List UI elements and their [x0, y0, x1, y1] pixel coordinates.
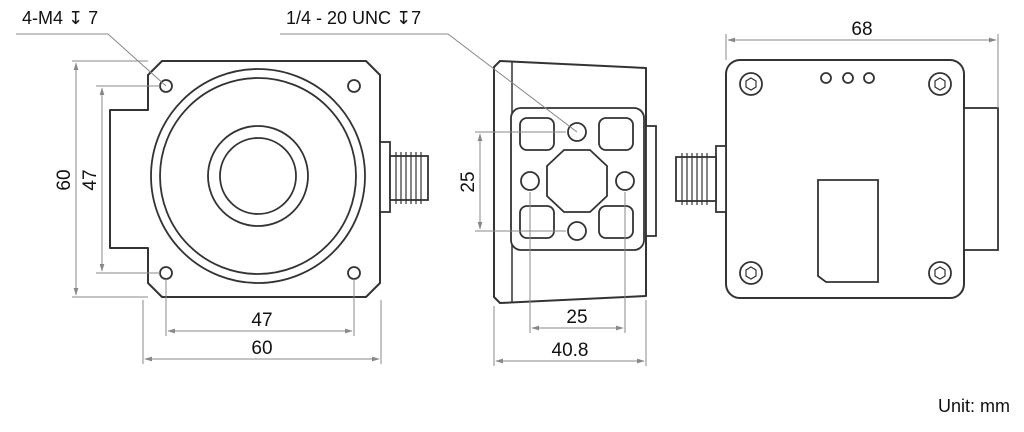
front-connector-base	[379, 141, 391, 213]
back-side-cover	[963, 107, 999, 251]
back-screw-bottom-right	[928, 261, 952, 285]
sensor-window-inner	[219, 137, 297, 215]
mount-hole-top-right	[347, 79, 361, 93]
mount-hole-bottom-right	[347, 266, 361, 280]
side-hole-left	[520, 171, 540, 191]
side-pocket-top-right	[598, 117, 634, 151]
side-dim-40-8-label: 40.8	[552, 340, 589, 361]
front-dim-60-vertical-label: 60	[54, 169, 75, 190]
callout-tripod-thread: 1/4 - 20 UNC ↧7	[286, 8, 421, 28]
back-screw-top-left	[739, 72, 763, 96]
front-view: 60 47 47 60 4-M4 ↧ 7	[16, 8, 429, 364]
back-led-1	[820, 72, 832, 84]
back-screw-bottom-left	[739, 261, 763, 285]
front-dim-47-vertical-label: 47	[80, 169, 101, 190]
side-view: 25 25 40.8 1/4 - 20 UNC ↧7	[280, 8, 657, 366]
side-dim-25-horizontal-label: 25	[566, 307, 587, 328]
back-dim-68-label: 68	[851, 19, 872, 40]
side-hole-right	[615, 171, 635, 191]
back-connector-threads	[681, 153, 708, 205]
callout-mount-holes: 4-M4 ↧ 7	[22, 8, 98, 28]
side-rear-cover	[645, 125, 657, 237]
side-pocket-bottom-right	[598, 205, 634, 239]
back-connector-body	[675, 156, 717, 202]
back-led-2	[842, 72, 854, 84]
back-view: 68	[675, 19, 999, 299]
side-center-octagon	[546, 149, 608, 213]
side-pocket-bottom-left	[519, 205, 555, 239]
mount-hole-bottom-left	[159, 266, 173, 280]
callout-tripod-thread-leader	[280, 33, 578, 133]
side-pocket-top-left	[519, 117, 555, 151]
front-dim-47-horizontal-label: 47	[251, 310, 272, 331]
back-screw-top-right	[928, 72, 952, 96]
side-dim-25-vertical-label: 25	[458, 171, 479, 192]
unit-label: Unit: mm	[938, 396, 1010, 416]
back-label-plate	[817, 179, 879, 283]
side-hole-bottom	[567, 221, 587, 241]
callout-mount-holes-leader	[16, 33, 167, 87]
front-dim-60-horizontal-label: 60	[251, 338, 272, 359]
back-connector-base	[715, 145, 727, 213]
front-connector-threads	[395, 152, 422, 204]
back-led-3	[863, 72, 875, 84]
